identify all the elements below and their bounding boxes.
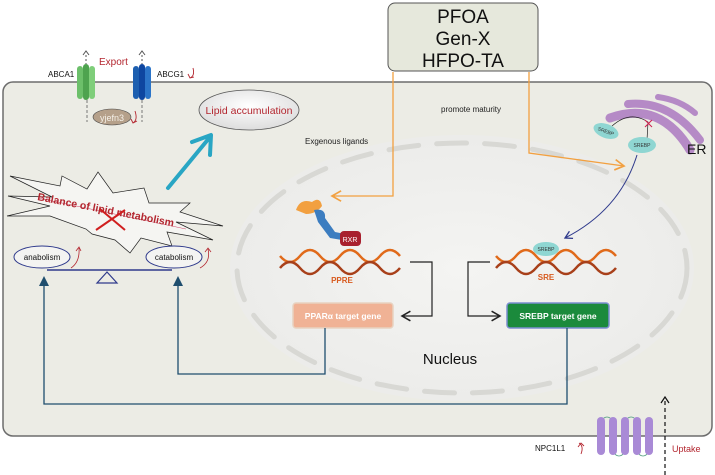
anabolism-up-arrow-icon [70,246,82,269]
lipid-accumulation-label: Lipid accumulation [206,105,293,117]
srebp-nuclear-translocation-arrow [563,154,638,240]
catabolism-label: catabolism [155,253,194,262]
srebp-label-1: SREBP [597,126,616,138]
uptake-label: Uptake [672,444,701,454]
lipid-accumulation-bubble [198,89,300,131]
balance-fulcrum [95,271,119,284]
abca1-transporter [77,50,95,122]
ppre-activation-arrow [400,261,433,322]
abca1-label: ABCA1 [48,70,75,79]
endoplasmic-reticulum [605,94,704,155]
rxr-protein [340,231,361,246]
abcg1-transporter [133,50,151,122]
yjefn3-down-arrow-icon [130,110,138,124]
anabolism-arrowhead [39,276,49,286]
promote-maturity-label: promote maturity [441,105,501,114]
nucleus [230,135,694,401]
ppar-target-gene-label: PPARα target gene [305,311,382,321]
srebp-precursor [593,123,619,139]
catabolism-arrowhead [173,276,183,286]
anabolism-label: anabolism [24,253,61,262]
disrupted-cross-icon [95,208,126,231]
exogenous-ligands-label: Exgenous ligands [305,137,368,146]
uptake-arrowhead-icon [660,395,670,404]
npc1l1-transporter [597,416,653,457]
abcg1-down-arrow-icon [187,67,195,79]
er-label: ER [687,141,706,157]
sre-dna [495,248,617,276]
npc1l1-up-arrow-icon [577,442,585,455]
yjefn3-protein [92,108,132,126]
srebp-mature [628,137,656,153]
catabolism-node [145,245,203,269]
srebp-target-gene-box [506,302,610,329]
anabolism-feedback-line [43,284,568,405]
increase-arrow-icon [166,133,213,190]
catabolism-feedback-line [177,284,326,375]
export-label: Export [99,57,128,68]
sre-label: SRE [538,273,555,282]
rxr-label: RXR [343,237,358,244]
npc1l1-label: NPC1L1 [535,444,566,453]
ppre-label: PPRE [331,276,353,285]
nucleus-label: Nucleus [423,351,477,368]
strike-line [37,197,187,230]
yjefn3-label: yjefn3 [100,113,124,123]
srebp-label-2: SREBP [634,143,652,149]
ligand-binding [314,209,345,240]
cleavage-cross-icon [644,119,653,128]
anabolism-node [13,245,71,269]
ligand-arrow [330,72,394,202]
ppar-target-gene-box [292,302,394,329]
srebp-bound [533,242,559,256]
srebp-cleavage-link [611,116,649,141]
abcg1-label: ABCG1 [157,70,185,79]
imbalance-starburst [6,171,224,254]
sre-activation-arrow [467,261,502,322]
compound-hfpo-ta: HFPO-TA [422,51,504,72]
maturity-arrow [528,72,626,171]
compound-pfoa: PFOA [437,7,489,28]
catabolism-up-arrow-icon [199,247,212,269]
compounds-box: PFOA Gen-X HFPO-TA [387,2,539,72]
compound-genx: Gen-X [436,29,491,50]
ppre-dna [279,248,401,276]
srebp-bound-label: SREBP [538,247,556,253]
srebp-target-gene-label: SREBP target gene [519,311,597,321]
